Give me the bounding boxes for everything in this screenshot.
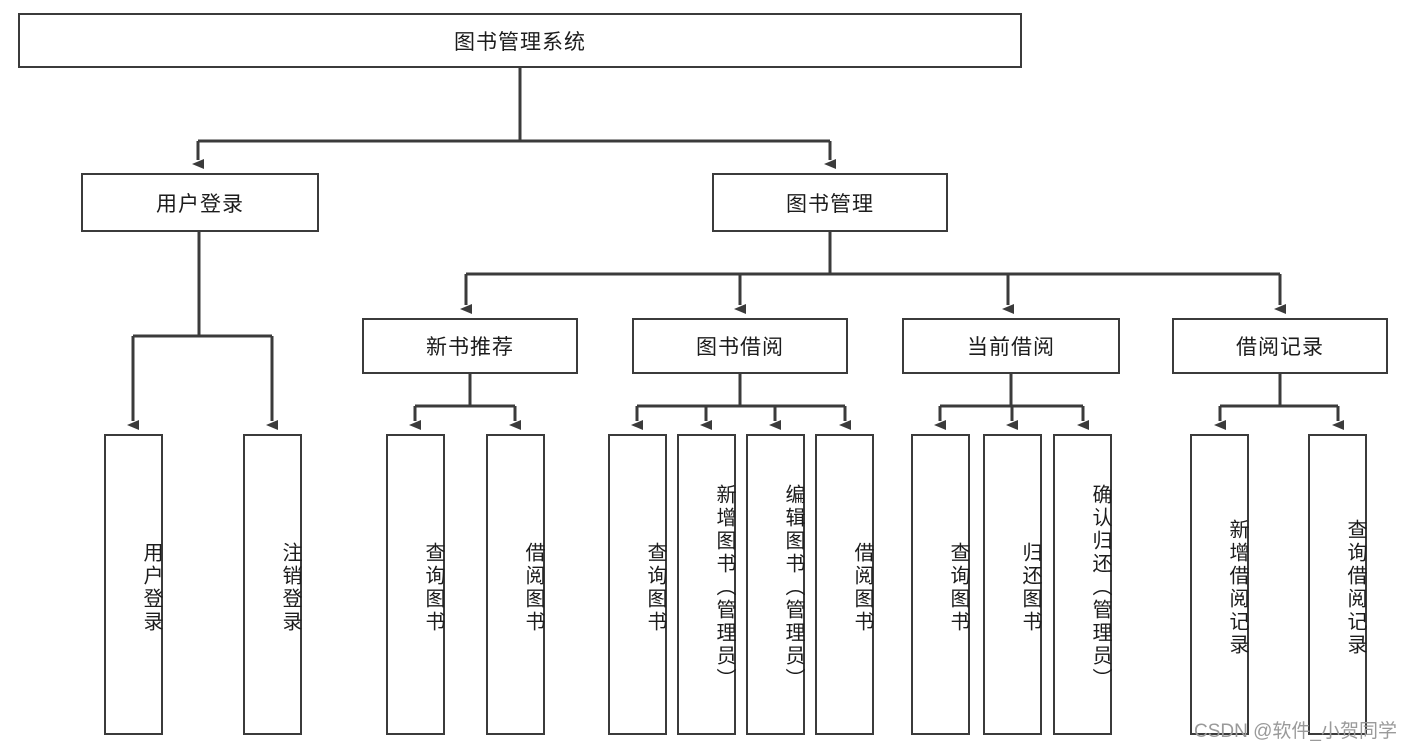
node-book-borrow-label: 图书借阅 bbox=[696, 336, 784, 359]
node-leaf-borrow-book-1-label: 借阅图书 bbox=[522, 541, 544, 634]
node-leaf-borrow-book-2-label: 借阅图书 bbox=[851, 541, 873, 634]
node-leaf-query-book-2-label: 查询图书 bbox=[644, 541, 666, 634]
node-leaf-query-book-3-label: 查询图书 bbox=[947, 541, 969, 634]
node-leaf-confirm-return[interactable]: 确认归还（管理员） bbox=[1053, 434, 1112, 735]
node-leaf-user-logout[interactable]: 注销登录 bbox=[243, 434, 302, 735]
node-leaf-return-book[interactable]: 归还图书 bbox=[983, 434, 1042, 735]
node-borrow-record-label: 借阅记录 bbox=[1236, 336, 1324, 359]
node-leaf-user-login-label: 用户登录 bbox=[140, 541, 162, 634]
node-leaf-borrow-book-1[interactable]: 借阅图书 bbox=[486, 434, 545, 735]
node-leaf-confirm-return-label: 确认归还（管理员） bbox=[1089, 484, 1111, 691]
node-new-book-recommend-label: 新书推荐 bbox=[426, 336, 514, 359]
node-leaf-add-book[interactable]: 新增图书（管理员） bbox=[677, 434, 736, 735]
node-leaf-add-record-label: 新增借阅记录 bbox=[1226, 518, 1248, 657]
node-book-borrow[interactable]: 图书借阅 bbox=[632, 318, 848, 374]
node-leaf-user-logout-label: 注销登录 bbox=[279, 541, 301, 634]
node-leaf-query-book-2[interactable]: 查询图书 bbox=[608, 434, 667, 735]
node-leaf-query-record[interactable]: 查询借阅记录 bbox=[1308, 434, 1367, 735]
node-root-label: 图书管理系统 bbox=[454, 30, 586, 54]
node-leaf-borrow-book-2[interactable]: 借阅图书 bbox=[815, 434, 874, 735]
node-current-borrow-label: 当前借阅 bbox=[967, 336, 1055, 359]
node-root[interactable]: 图书管理系统 bbox=[18, 13, 1022, 68]
node-leaf-add-record[interactable]: 新增借阅记录 bbox=[1190, 434, 1249, 735]
node-leaf-query-book-1-label: 查询图书 bbox=[422, 541, 444, 634]
node-book-manage-label: 图书管理 bbox=[786, 192, 874, 216]
node-leaf-return-book-label: 归还图书 bbox=[1019, 541, 1041, 634]
node-leaf-query-record-label: 查询借阅记录 bbox=[1344, 518, 1366, 657]
node-book-manage[interactable]: 图书管理 bbox=[712, 173, 948, 232]
node-leaf-edit-book[interactable]: 编辑图书（管理员） bbox=[746, 434, 805, 735]
node-leaf-query-book-1[interactable]: 查询图书 bbox=[386, 434, 445, 735]
node-borrow-record[interactable]: 借阅记录 bbox=[1172, 318, 1388, 374]
node-user-login-label: 用户登录 bbox=[156, 192, 244, 216]
node-leaf-query-book-3[interactable]: 查询图书 bbox=[911, 434, 970, 735]
node-leaf-edit-book-label: 编辑图书（管理员） bbox=[782, 484, 804, 691]
node-leaf-user-login[interactable]: 用户登录 bbox=[104, 434, 163, 735]
node-user-login[interactable]: 用户登录 bbox=[81, 173, 319, 232]
node-leaf-add-book-label: 新增图书（管理员） bbox=[713, 484, 735, 691]
node-current-borrow[interactable]: 当前借阅 bbox=[902, 318, 1120, 374]
node-new-book-recommend[interactable]: 新书推荐 bbox=[362, 318, 578, 374]
